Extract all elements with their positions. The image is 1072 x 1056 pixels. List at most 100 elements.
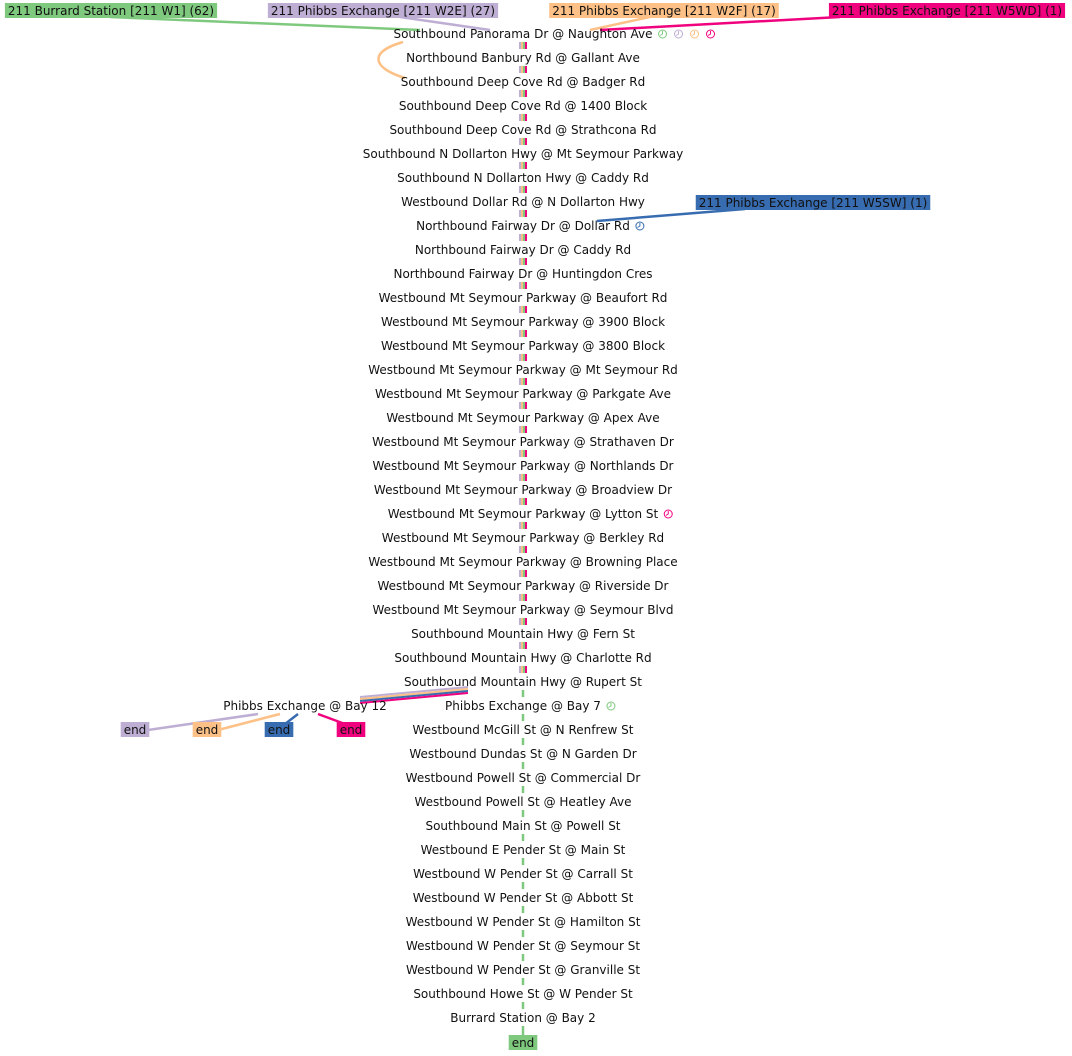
trunk-segment <box>525 450 527 457</box>
stop-label: Westbound Mt Seymour Parkway @ Riverside… <box>378 579 669 593</box>
end-marker: end <box>196 723 219 737</box>
route-tag-w2e-box <box>267 3 499 18</box>
stop-label: Southbound Mountain Hwy @ Fern St <box>411 627 635 641</box>
route-tag-w5wd: 211 Phibbs Exchange [211 W5WD] (1) <box>832 4 1062 18</box>
trunk-segment <box>523 306 525 313</box>
trunk-segment <box>523 522 525 529</box>
route-tag-w1-box <box>4 3 218 18</box>
route-connector <box>109 15 421 32</box>
trunk-segment <box>525 114 527 121</box>
clock-icon <box>690 29 700 39</box>
stop-label: Northbound Fairway Dr @ Caddy Rd <box>415 243 631 257</box>
trunk-segment <box>519 42 521 49</box>
trunk-segment <box>525 498 527 505</box>
trunk-segment <box>521 210 523 217</box>
stop-label: Southbound N Dollarton Hwy @ Caddy Rd <box>397 171 649 185</box>
trunk-segment <box>521 306 523 313</box>
stop-label: Westbound Mt Seymour Parkway @ Strathave… <box>372 435 674 449</box>
clock-icon <box>635 221 645 231</box>
trunk-segment <box>519 642 521 649</box>
trunk-segment <box>523 426 525 433</box>
end-connector <box>217 712 281 732</box>
trunk-segment <box>523 546 525 553</box>
end-marker: end <box>268 723 291 737</box>
trunk-segment <box>525 258 527 265</box>
stop-label: Westbound Mt Seymour Parkway @ Seymour B… <box>372 603 673 617</box>
stop-label: Southbound Main St @ Powell St <box>425 819 620 833</box>
stop-label: Westbound Mt Seymour Parkway @ Apex Ave <box>386 411 659 425</box>
trunk-segment <box>521 402 523 409</box>
trunk-segment <box>525 90 527 97</box>
stop-label: Southbound N Dollarton Hwy @ Mt Seymour … <box>363 147 683 161</box>
trunk-segment <box>521 666 523 673</box>
trunk-segment <box>523 186 525 193</box>
trunk-segment <box>525 666 527 673</box>
trunk-segment <box>525 522 527 529</box>
end-marker: end <box>512 1036 535 1050</box>
stop-label: Northbound Fairway Dr @ Huntingdon Cres <box>393 267 652 281</box>
branch-connector <box>359 692 469 704</box>
clock-icon <box>663 509 673 519</box>
trunk-segment <box>521 522 523 529</box>
stop-label: Southbound Deep Cove Rd @ 1400 Block <box>399 99 647 113</box>
route-tag-w2e: 211 Phibbs Exchange [211 W2E] (27) <box>271 4 495 18</box>
stop-label: Westbound Powell St @ Commercial Dr <box>406 771 641 785</box>
route-tag-w1: 211 Burrard Station [211 W1] (62) <box>8 4 214 18</box>
trunk-segment <box>521 90 523 97</box>
trunk-segment <box>519 114 521 121</box>
stop-label: Westbound W Pender St @ Carrall St <box>413 867 633 881</box>
trunk-segment <box>521 162 523 169</box>
trunk-segment <box>525 66 527 73</box>
trunk-segment <box>523 354 525 361</box>
stop-label: Southbound Deep Cove Rd @ Strathcona Rd <box>389 123 656 137</box>
stop-label: Westbound W Pender St @ Abbott St <box>413 891 634 905</box>
trunk-segment <box>519 666 521 673</box>
trunk-segment <box>523 66 525 73</box>
trunk-segment <box>521 114 523 121</box>
trunk-segment <box>521 594 523 601</box>
clock-icon <box>658 29 668 39</box>
branch-connector <box>359 686 469 698</box>
trunk-segment <box>521 42 523 49</box>
stop-label: Westbound Mt Seymour Parkway @ Browning … <box>368 555 677 569</box>
route-tag-w5wd-box <box>828 3 1066 18</box>
clock-icon <box>674 29 684 39</box>
trunk-segment <box>525 210 527 217</box>
trunk-segment <box>521 354 523 361</box>
trunk-segment <box>521 378 523 385</box>
route-trunk <box>519 42 527 1036</box>
stop-label: Westbound Mt Seymour Parkway @ Lytton St <box>388 507 659 521</box>
trunk-segment <box>519 618 521 625</box>
trunk-segment <box>525 546 527 553</box>
trunk-segment <box>519 426 521 433</box>
stop-label: Westbound Mt Seymour Parkway @ Berkley R… <box>382 531 664 545</box>
trunk-segment <box>521 570 523 577</box>
end-marker-box <box>120 722 150 737</box>
trunk-segment <box>523 282 525 289</box>
trunk-segment <box>519 162 521 169</box>
trunk-segment <box>521 234 523 241</box>
trunk-segment <box>523 594 525 601</box>
trunk-segment <box>523 642 525 649</box>
stop-label: Westbound Mt Seymour Parkway @ Northland… <box>372 459 673 473</box>
trunk-segment <box>523 378 525 385</box>
trunk-segment <box>521 138 523 145</box>
trunk-segment <box>519 306 521 313</box>
end-marker-box <box>264 722 294 737</box>
trunk-segment <box>525 306 527 313</box>
trunk-segment <box>519 402 521 409</box>
end-marker-box <box>336 722 366 737</box>
trunk-segment <box>525 330 527 337</box>
trunk-segment <box>523 450 525 457</box>
trunk-segment <box>519 594 521 601</box>
trunk-segment <box>519 378 521 385</box>
trunk-segment <box>519 354 521 361</box>
clock-icon <box>706 29 716 39</box>
trunk-segment <box>521 186 523 193</box>
stop-label: Burrard Station @ Bay 2 <box>450 1011 595 1025</box>
trunk-segment <box>525 618 527 625</box>
route-tag-w5sw: 211 Phibbs Exchange [211 W5SW] (1) <box>699 196 928 210</box>
trunk-segment <box>523 42 525 49</box>
